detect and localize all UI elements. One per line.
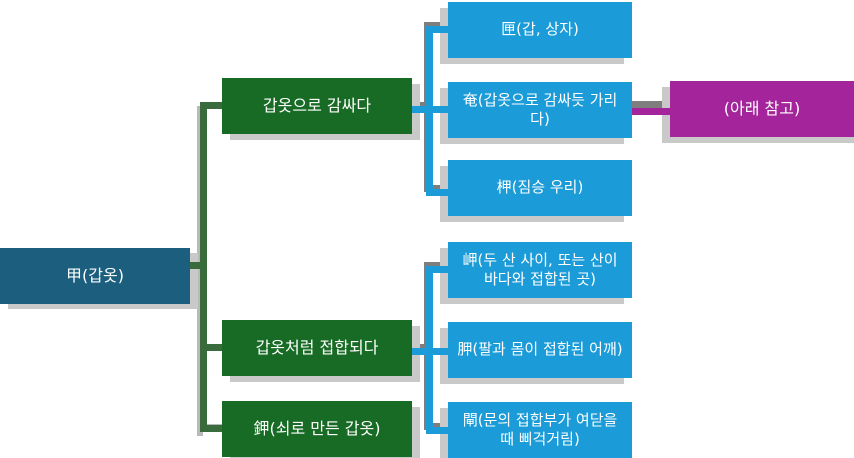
node-root[interactable]: 甲(갑옷): [0, 248, 190, 304]
connector-shadow-note: [632, 101, 676, 108]
node-branch-2-label: 갑옷처럼 접합되다: [255, 337, 379, 357]
connector-into-note-1: [632, 108, 676, 115]
connector-into-leaf-1-3: [426, 189, 452, 196]
node-leaf-2-3-label: 閘(문의 접합부가 여닫을 때 삐걱거림): [462, 410, 618, 449]
node-note-1-label: (아래 참고): [723, 98, 801, 118]
connector-shadow-blue-stub-1-1: [424, 22, 452, 29]
node-note-1[interactable]: (아래 참고): [670, 81, 854, 137]
connector-root-out: [183, 262, 207, 269]
node-leaf-1-1[interactable]: 匣(갑, 상자): [448, 2, 632, 58]
node-branch-2[interactable]: 갑옷처럼 접합되다: [222, 320, 412, 376]
connector-green-trunk: [200, 102, 207, 432]
node-leaf-2-2[interactable]: 胛(팔과 몸이 접합된 어깨): [448, 322, 632, 378]
connector-shadow-blue-stub-2-3: [424, 423, 452, 430]
connector-into-branch-3: [200, 425, 226, 432]
connector-branch1-out: [408, 106, 432, 113]
node-leaf-1-3-label: 柙(짐승 우리): [496, 178, 584, 197]
node-leaf-1-2-label: 奄(갑옷으로 감싸듯 가리다): [462, 90, 618, 129]
node-leaf-2-1-label: 岬(두 산 사이, 또는 산이 바다와 접합된 곳): [462, 250, 618, 289]
connector-shadow-blue-stub-1-3: [424, 185, 452, 192]
node-branch-1[interactable]: 갑옷으로 감싸다: [222, 78, 412, 134]
node-branch-1-label: 갑옷으로 감싸다: [262, 95, 372, 115]
connector-shadow-blue-stub-2-in: [410, 344, 432, 351]
connector-into-leaf-1-2: [426, 106, 452, 113]
node-leaf-1-2[interactable]: 奄(갑옷으로 감싸듯 가리다): [448, 82, 632, 138]
connector-into-leaf-2-2: [426, 348, 452, 355]
connector-shadow-blue-stub-2-1: [424, 262, 452, 269]
node-leaf-2-2-label: 胛(팔과 몸이 접합된 어깨): [457, 340, 623, 359]
connector-into-branch-2: [200, 344, 226, 351]
connector-into-leaf-1-1: [426, 26, 452, 33]
node-branch-3[interactable]: 鉀(쇠로 만든 갑옷): [222, 401, 412, 457]
node-leaf-2-1[interactable]: 岬(두 산 사이, 또는 산이 바다와 접합된 곳): [448, 242, 632, 298]
node-leaf-1-3[interactable]: 柙(짐승 우리): [448, 160, 632, 216]
node-leaf-1-1-label: 匣(갑, 상자): [501, 20, 579, 39]
connector-into-leaf-2-1: [426, 266, 452, 273]
node-leaf-2-3[interactable]: 閘(문의 접합부가 여닫을 때 삐걱거림): [448, 402, 632, 458]
connector-into-branch-1: [200, 102, 226, 109]
connector-branch2-out: [408, 348, 432, 355]
node-branch-3-label: 鉀(쇠로 만든 갑옷): [253, 418, 381, 438]
connector-into-leaf-2-3: [426, 427, 452, 434]
connector-shadow-blue-stub-1-in: [410, 102, 432, 109]
node-root-label: 甲(갑옷): [66, 265, 124, 285]
